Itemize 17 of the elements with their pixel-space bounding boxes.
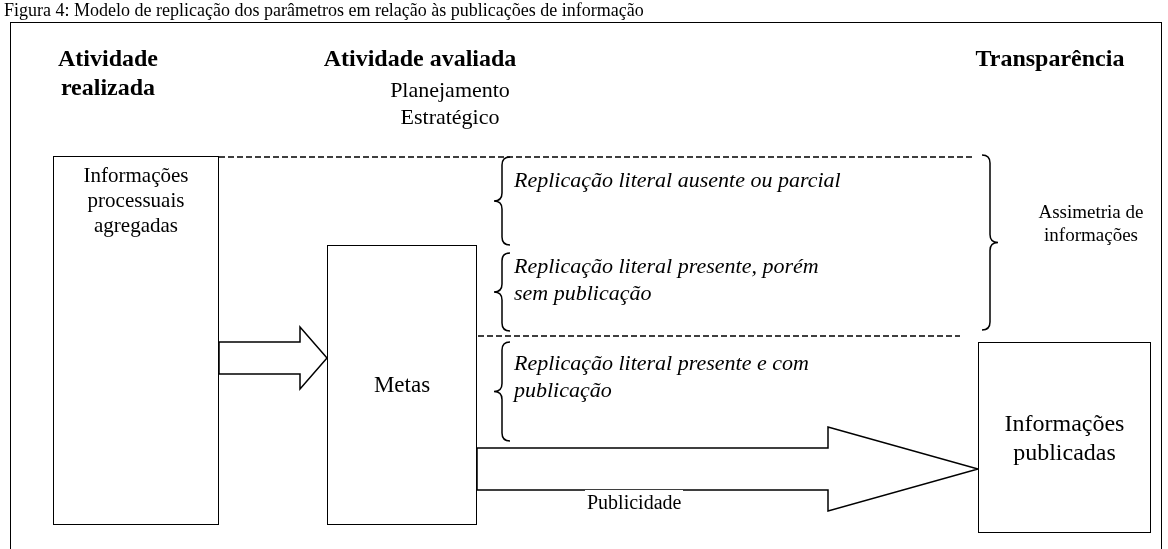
block-arrow bbox=[218, 325, 328, 391]
process-box bbox=[978, 342, 1151, 533]
annotation-text: Assimetria de informações bbox=[1037, 200, 1145, 247]
brace-annotation: Replicação literal presente, porém sem publicação bbox=[514, 253, 820, 307]
brace-annotation: Replicação literal ausente ou parcial bbox=[514, 167, 842, 194]
figure-caption: Figura 4: Modelo de replicação dos parâmetros em relação às publicações de informação bbox=[4, 0, 644, 20]
column-heading: Transparência bbox=[974, 44, 1126, 73]
box-text: Metas bbox=[373, 371, 431, 399]
annotation-text: Planejamento Estratégico bbox=[389, 77, 511, 131]
brace-annotation: Replicação literal presente e com publicação bbox=[514, 350, 810, 404]
box-text: Informações publicadas bbox=[1003, 408, 1126, 467]
column-heading: Atividade avaliada bbox=[322, 44, 518, 73]
process-box bbox=[327, 245, 477, 525]
process-box bbox=[53, 156, 219, 525]
column-heading: Atividade realizada bbox=[57, 44, 159, 103]
block-arrow bbox=[476, 426, 981, 512]
box-text: Informações processuais agregadas bbox=[82, 163, 190, 239]
